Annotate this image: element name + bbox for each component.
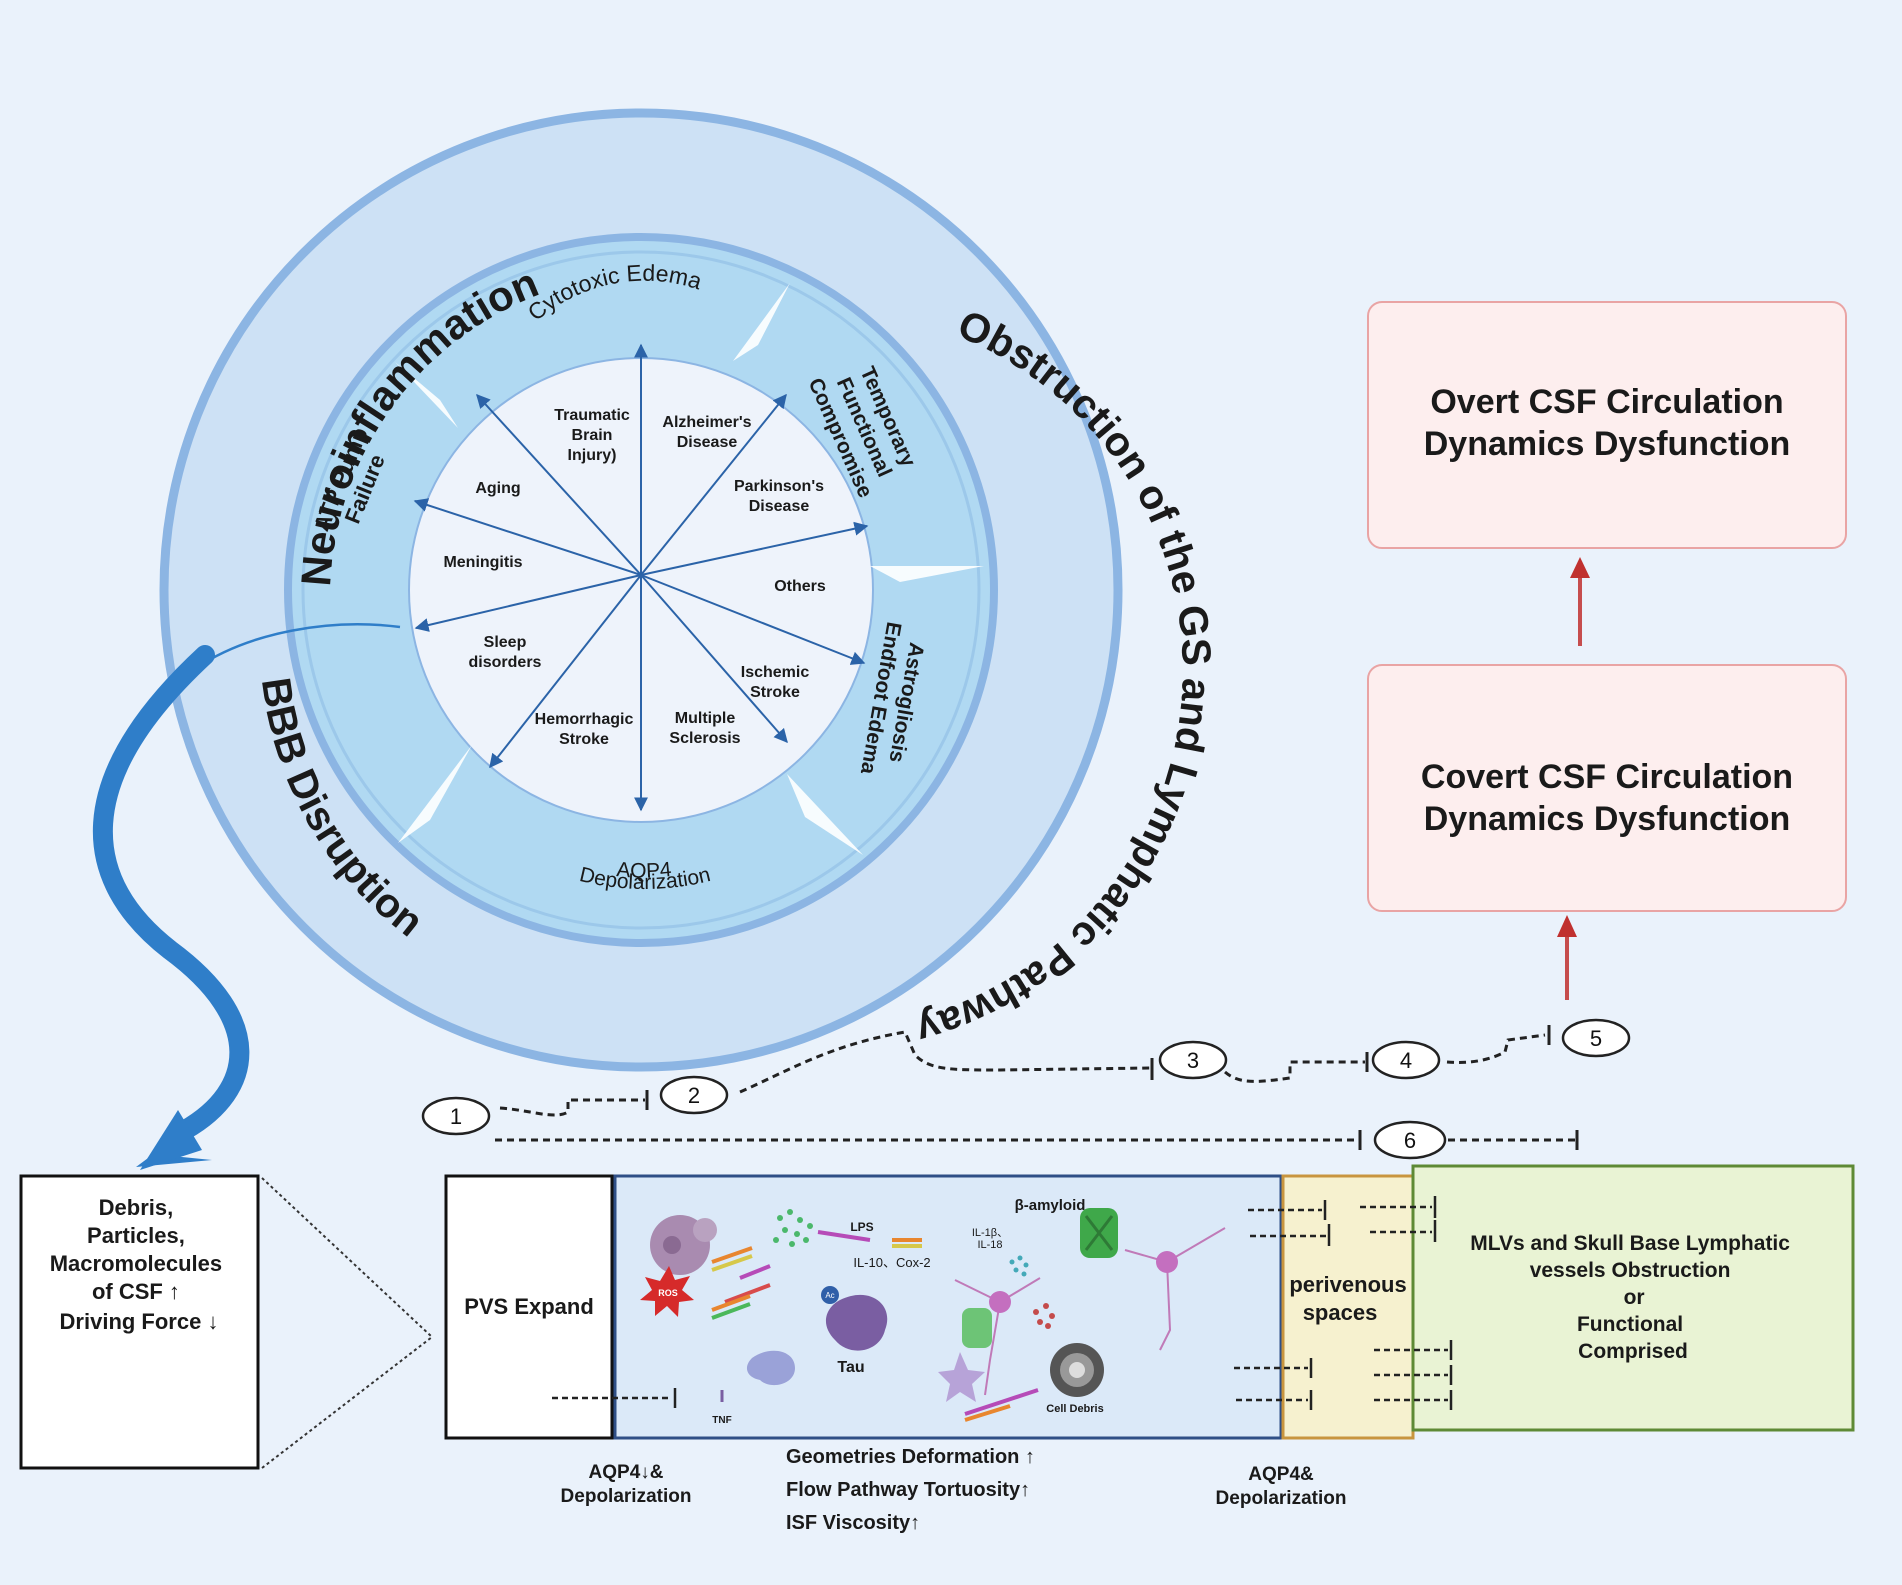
step-5-label: 5: [1590, 1026, 1602, 1051]
ros-burst: [640, 1266, 694, 1317]
step-4-oval: [1371, 1040, 1441, 1080]
step-6-oval: [1373, 1120, 1447, 1160]
red-arrows: [1557, 557, 1590, 1000]
neuron-cell: [989, 1291, 1011, 1313]
step-2-label: 2: [688, 1083, 700, 1108]
mlv-label: MLVs and Skull Base Lymphatic vessels Ob…: [1470, 1232, 1796, 1363]
step-3-label: 3: [1187, 1048, 1199, 1073]
arrow-upper-left: [476, 393, 642, 576]
svg-text:Tau: Tau: [837, 1359, 864, 1376]
overt-dysfunction-box: [1367, 301, 1847, 549]
step-ovals: [421, 1018, 1631, 1160]
covert-dysfunction-box: [1367, 664, 1847, 912]
pvs-expand-box: [444, 1174, 614, 1440]
microglia-blob: [746, 1350, 795, 1386]
step-6-label: 6: [1404, 1128, 1416, 1153]
segment-pointer: [733, 283, 790, 361]
ac-marker: [821, 1286, 839, 1304]
step-inhibitor-bars: [645, 1025, 1579, 1150]
debris-dots: [1033, 1303, 1055, 1329]
mlv-box: [1411, 1164, 1855, 1432]
aqp4-right-caption: AQP4&Depolarization: [1216, 1464, 1347, 1509]
geometry-caption: Geometries Deformation ↑Flow Pathway Tor…: [786, 1446, 1035, 1534]
step-dashed-path: [495, 1030, 1575, 1142]
debris-label: Debris, Particles, Macromolecules of CSF…: [50, 1195, 229, 1334]
step-1-oval: [421, 1096, 491, 1136]
lps-cluster: [773, 1209, 813, 1247]
il-cluster: [1009, 1255, 1029, 1277]
inhibitor-lines: [552, 1196, 1453, 1410]
cause-aging: Aging: [475, 480, 520, 497]
big-curved-arrow: [93, 645, 250, 1140]
tau-protein: [825, 1294, 888, 1351]
amyloid-small: [962, 1308, 992, 1348]
neuron-cell: [1156, 1251, 1178, 1273]
pvs-expand-label: PVS Expand: [464, 1294, 594, 1319]
svg-text:IL-18: IL-18: [977, 1239, 1002, 1251]
neuron-lines: [954, 1227, 1226, 1396]
cytokine-chains: [711, 1230, 1039, 1422]
svg-text:Ac: Ac: [825, 1291, 834, 1300]
star-cell: [938, 1352, 985, 1402]
arrow-left-up: [413, 498, 642, 576]
aqp4-left-caption: AQP4↓&Depolarization: [561, 1462, 692, 1507]
step-1-label: 1: [450, 1104, 462, 1129]
svg-text:ROS: ROS: [658, 1288, 678, 1298]
center-arrows: [413, 343, 869, 812]
perivenous-box: [1281, 1174, 1415, 1440]
step-4-label: 4: [1400, 1048, 1412, 1073]
arrow-left-down: [414, 574, 642, 632]
svg-text:Cell Debris: Cell Debris: [1046, 1403, 1103, 1415]
aqp4-label: AQP4: [616, 858, 673, 883]
segment-pointer: [398, 745, 472, 843]
svg-text:β-amyloid: β-amyloid: [1015, 1197, 1086, 1214]
arrow-right-down: [640, 574, 866, 665]
zoom-lines: [261, 1177, 433, 1469]
step-3-oval: [1158, 1040, 1228, 1080]
segment-pointer: [787, 774, 863, 855]
debris-box: [19, 1174, 260, 1470]
cause-others: Others: [774, 578, 826, 595]
step-2-oval: [659, 1075, 729, 1115]
arrow-right: [640, 521, 869, 576]
arrow-lower-right: [640, 574, 788, 744]
segment-pointer: [870, 566, 984, 582]
connector-line: [195, 623, 401, 670]
step-5-oval: [1561, 1018, 1631, 1058]
panel-illustrations: ROS LPS IL-10、Cox-2 Ac Tau: [640, 1197, 1226, 1426]
cause-meningitis: Meningitis: [443, 554, 522, 571]
arrow-upper-right: [640, 393, 787, 576]
svg-text:TNF: TNF: [712, 1415, 731, 1426]
svg-text:IL-10、Cox-2: IL-10、Cox-2: [853, 1255, 930, 1270]
arrow-lower-left: [489, 574, 642, 769]
svg-text:LPS: LPS: [850, 1220, 873, 1234]
svg-text:IL-1β、: IL-1β、: [972, 1227, 1008, 1239]
segment-pointer: [395, 362, 458, 428]
